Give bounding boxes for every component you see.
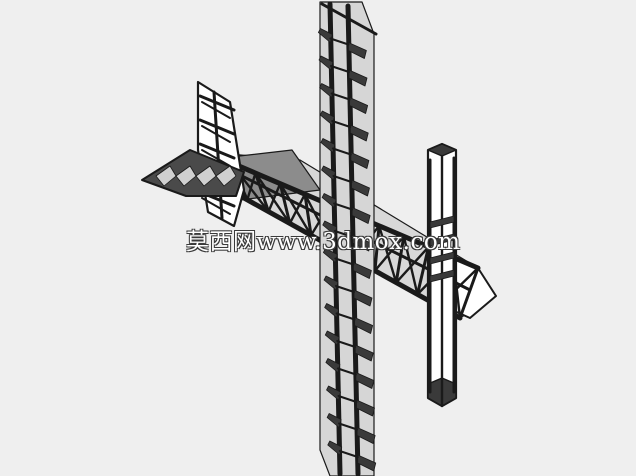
tail-assembly (141, 80, 246, 228)
front-wing-frame (426, 142, 458, 408)
fuselage-former (253, 171, 271, 214)
wing-rib-leading (320, 138, 336, 153)
wing-rib-web (331, 147, 352, 156)
wing-rib-leading (317, 28, 333, 43)
wing-rib-leading (327, 440, 343, 456)
fuselage-former (303, 192, 313, 237)
main-wing-frame (317, 1, 378, 476)
wing-rib-leading (322, 220, 338, 236)
wing-rib-trailing (354, 317, 374, 334)
wing-rib-trailing (349, 97, 369, 114)
wing-rib-leading (321, 193, 337, 208)
fuselage-former (394, 234, 406, 285)
wing-rib-leading (319, 83, 335, 98)
wing-rib-trailing (351, 207, 371, 224)
wing-rib-trailing (356, 399, 375, 417)
wing-rib-trailing (353, 289, 373, 307)
stabilizer-lightening-hole (215, 165, 237, 187)
fin-rib (198, 94, 236, 112)
wing-tip-edge (320, 2, 378, 36)
front-wing-top (427, 143, 457, 157)
fuselage-diagonal (254, 171, 292, 225)
wing-rib-web (338, 450, 359, 458)
wing-rib-web (334, 257, 355, 266)
wing-rib-trailing (349, 124, 369, 142)
fuselage-diagonal (246, 171, 257, 202)
fuselage-former (373, 224, 381, 273)
wing-rib-trailing (348, 69, 368, 87)
wing-rib-web (336, 367, 357, 376)
wing-rib-web (330, 92, 351, 101)
front-wing-crossbar (429, 251, 455, 265)
wing-rib-leading (326, 385, 341, 401)
wing-rib-leading (326, 413, 342, 428)
wing-rib-trailing (357, 454, 377, 472)
wing-rib-web (333, 230, 354, 238)
fin-diagonal (201, 197, 231, 215)
wing-rib-leading (319, 110, 335, 126)
wing-rib-leading (324, 330, 340, 346)
wing-rib-leading (318, 55, 334, 71)
fuselage-diagonal (373, 235, 406, 272)
wing-rib-trailing (354, 344, 374, 362)
wing-rib-web (330, 65, 350, 73)
wing-rib-web (335, 285, 355, 293)
wing-rib-leading (323, 275, 339, 291)
wing-rib-trailing (356, 427, 376, 444)
front-wing-crossbar (429, 215, 455, 229)
fuselage-former (415, 245, 431, 296)
wing-rib-web (329, 37, 350, 46)
fuselage-diagonal (288, 192, 307, 225)
fuselage-former (458, 266, 480, 320)
wing-rib-web (335, 312, 356, 321)
wing-rib-leading (325, 358, 341, 373)
wing-rib-web (333, 202, 354, 211)
fuselage-diagonal (394, 245, 430, 284)
wing-rib-trailing (350, 152, 370, 169)
wing-rib-leading (321, 165, 336, 181)
wing-rib-web (337, 395, 358, 403)
wing-rib-web (338, 422, 359, 431)
wing-rib-trailing (352, 234, 372, 252)
front-wing-crossbar (429, 233, 455, 247)
wing-rib-web (331, 120, 352, 128)
front-wing-crossbar (429, 269, 455, 283)
wing-rib-leading (322, 248, 338, 263)
fuselage-diagonal (278, 182, 313, 237)
fuselage-diagonal (267, 182, 282, 213)
wing-rib-web (332, 175, 353, 183)
wing-rib-trailing (355, 372, 375, 389)
fuselage-former (278, 182, 292, 225)
wing-rib-leading (324, 303, 340, 318)
wing-rib-web (336, 340, 357, 348)
wing-rib-trailing (351, 179, 370, 197)
wing-rib-trailing (347, 42, 367, 59)
wing-rib-trailing (352, 262, 372, 279)
